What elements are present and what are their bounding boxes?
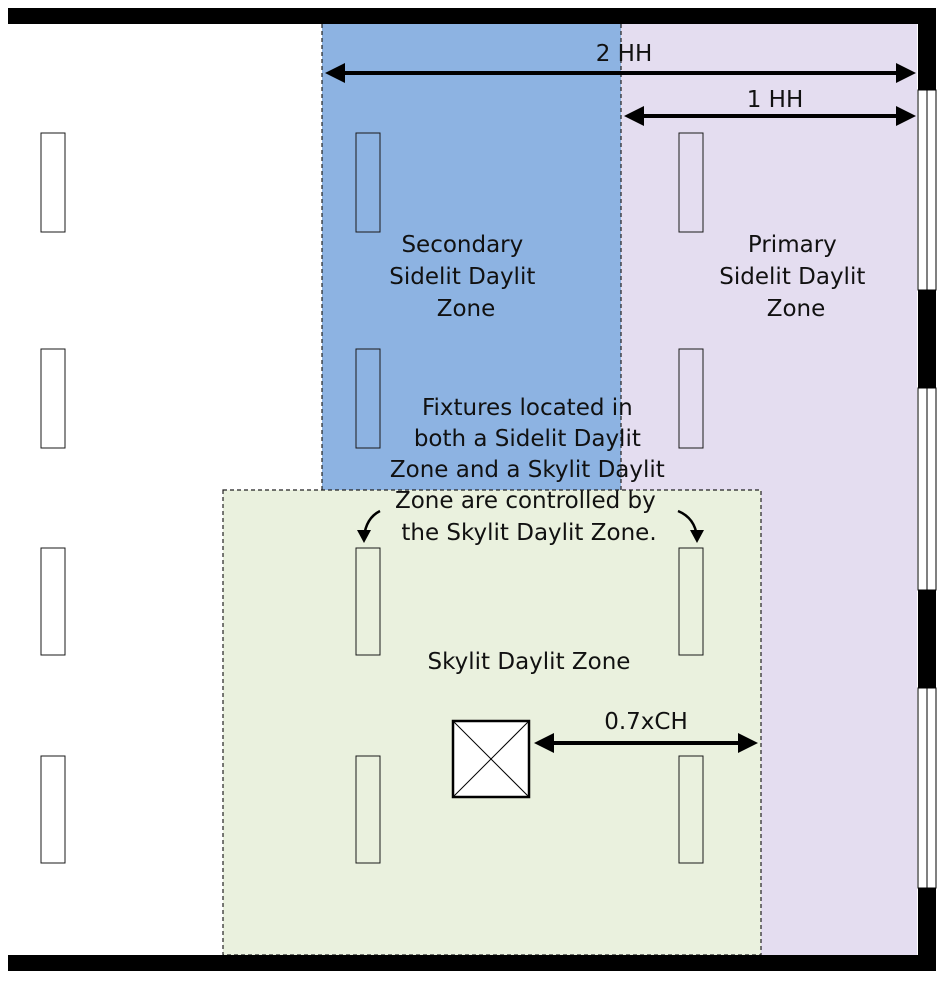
light-fixture: [678, 547, 704, 656]
light-fixture: [40, 755, 66, 864]
bottom-wall: [8, 955, 936, 971]
light-fixture: [355, 348, 381, 449]
light-fixture: [678, 755, 704, 864]
light-fixture: [355, 547, 381, 656]
primary-zone-label: Primary Sidelit Daylit Zone: [719, 232, 872, 322]
light-fixture: [40, 348, 66, 449]
right-wall-segment: [918, 290, 936, 388]
secondary-zone-border: [321, 24, 622, 490]
window: [917, 89, 937, 291]
right-wall-segment: [918, 888, 936, 955]
light-fixture: [678, 348, 704, 449]
window: [917, 687, 937, 889]
light-fixture: [40, 132, 66, 233]
callout-arrow-left: [357, 509, 381, 543]
skylit-zone-label: Skylit Daylit Zone: [428, 649, 631, 675]
two-hh-label: 2 HH: [596, 41, 653, 67]
light-fixture: [678, 132, 704, 233]
light-fixture: [40, 547, 66, 656]
callout-arrow-right: [677, 509, 704, 543]
fixture-control-note: Fixtures located in both a Sidelit Dayli…: [390, 395, 672, 546]
skylit-zone-border: [222, 489, 762, 956]
light-fixture: [355, 755, 381, 864]
skylight-offset-label: 0.7xCH: [604, 709, 688, 735]
one-hh-label: 1 HH: [747, 87, 804, 113]
top-wall: [8, 8, 936, 24]
right-wall-segment: [918, 24, 936, 90]
right-wall-segment: [918, 590, 936, 688]
window: [917, 387, 937, 591]
skylight: [451, 719, 531, 799]
secondary-zone-label: Secondary Sidelit Daylit Zone: [389, 232, 542, 322]
light-fixture: [355, 132, 381, 233]
